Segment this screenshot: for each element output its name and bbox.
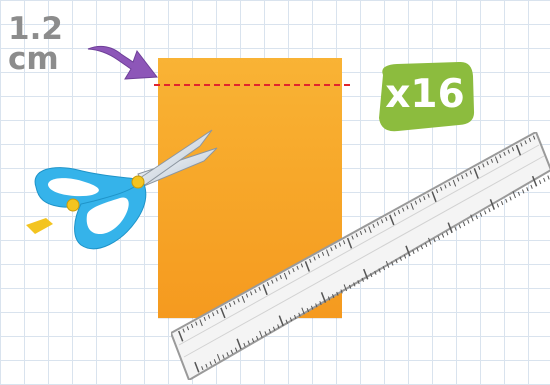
quantity-badge-text: x16: [371, 71, 479, 119]
measurement-value: 1.2: [8, 14, 70, 44]
measurement-label: 1.2 cm: [8, 14, 70, 74]
measurement-unit: cm: [8, 44, 70, 74]
arrow-icon: [80, 36, 162, 86]
cut-line: [154, 84, 350, 86]
ruler-icon: [171, 132, 550, 380]
